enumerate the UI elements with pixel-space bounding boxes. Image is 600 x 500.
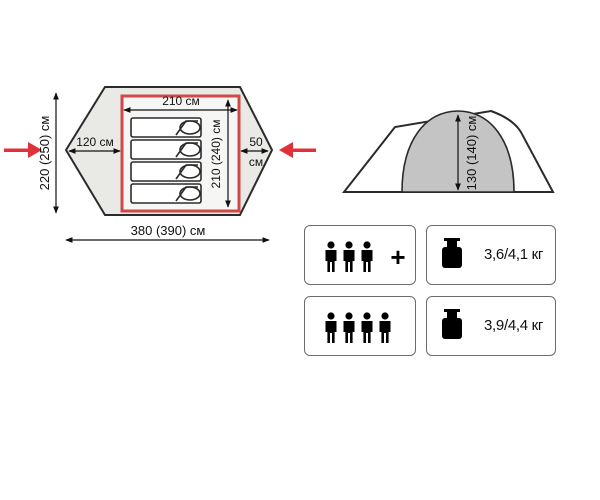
person-icon bbox=[379, 312, 391, 343]
width-total-label: 380 (390) см bbox=[131, 223, 206, 238]
person-icons bbox=[325, 241, 373, 272]
person-icons bbox=[325, 312, 391, 343]
capacity-box-4-persons bbox=[304, 296, 416, 356]
sleeping-bag bbox=[130, 117, 202, 138]
side-height-label: 130 (140) см bbox=[464, 116, 479, 191]
inner-width-label: 210 см bbox=[162, 94, 200, 108]
vestibule-right-number: 50 bbox=[249, 135, 263, 149]
vestibule-left-label: 120 см bbox=[76, 135, 114, 149]
sleeping-bags bbox=[130, 117, 202, 204]
sleeping-bag bbox=[130, 161, 202, 182]
person-icon bbox=[361, 312, 373, 343]
weight-box-3-persons: 3,6/4,1 кг bbox=[426, 225, 556, 285]
weight-box-4-persons: 3,9/4,4 кг bbox=[426, 296, 556, 356]
person-icon bbox=[325, 312, 337, 343]
entrance-arrow-right bbox=[279, 142, 316, 158]
entrance-arrow-left bbox=[4, 142, 42, 158]
inner-length-label: 210 (240) см bbox=[209, 120, 223, 189]
weight-label: 3,6/4,1 кг bbox=[484, 246, 544, 263]
person-icon bbox=[343, 312, 355, 343]
plus-sign: + bbox=[390, 242, 405, 272]
sleeping-bag bbox=[130, 183, 202, 204]
person-icon bbox=[325, 241, 337, 272]
vestibule-right-unit: см bbox=[249, 155, 263, 169]
weight-icon bbox=[442, 238, 462, 268]
weight-icon bbox=[442, 309, 462, 339]
sleeping-bag bbox=[130, 139, 202, 160]
capacity-box-3-persons: + bbox=[304, 225, 416, 285]
weight-label: 3,9/4,4 кг bbox=[484, 317, 544, 334]
person-icon bbox=[343, 241, 355, 272]
person-icon bbox=[361, 241, 373, 272]
height-total-label: 220 (250) см bbox=[37, 116, 52, 191]
